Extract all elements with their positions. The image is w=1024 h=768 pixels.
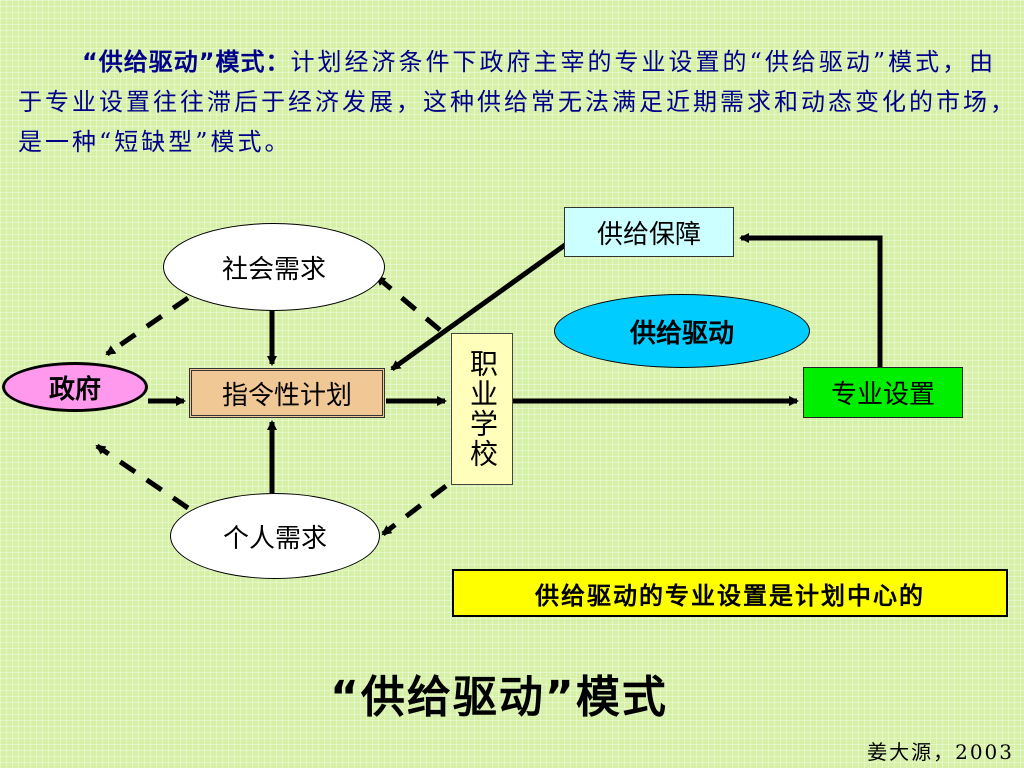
government-node: 政府 — [2, 362, 148, 412]
arrow-supply-to-plan — [390, 237, 574, 372]
personal-demand-node: 个人需求 — [170, 493, 380, 579]
dashed-school-to-social — [375, 275, 442, 332]
dashed-social-to-gov — [105, 295, 190, 357]
vocational-school-node: 职业学校 — [451, 333, 513, 485]
intro-lead: “供给驱动”模式： — [82, 48, 291, 76]
social-demand-node: 社会需求 — [163, 223, 385, 311]
dashed-school-to-personal — [381, 484, 448, 536]
dashed-personal-to-gov — [95, 443, 190, 511]
slide-title: “供给驱动”模式 — [330, 672, 668, 723]
intro-body: 计划经济条件下政府主宰的专业设置的“供给驱动”模式，由于专业设置往往滞后于经济发… — [18, 48, 1017, 156]
arrow-specialty-to-supply — [739, 233, 883, 367]
intro-text: “供给驱动”模式：计划经济条件下政府主宰的专业设置的“供给驱动”模式，由于专业设… — [18, 42, 1018, 162]
specialty-setting-node: 专业设置 — [803, 367, 963, 418]
author-credit: 姜大源，2003 — [867, 740, 1014, 764]
supply-guarantee-node: 供给保障 — [564, 207, 734, 257]
supply-driven-node: 供给驱动 — [554, 294, 810, 368]
directive-plan-node: 指令性计划 — [189, 368, 385, 418]
note-box: 供给驱动的专业设置是计划中心的 — [452, 569, 1008, 617]
